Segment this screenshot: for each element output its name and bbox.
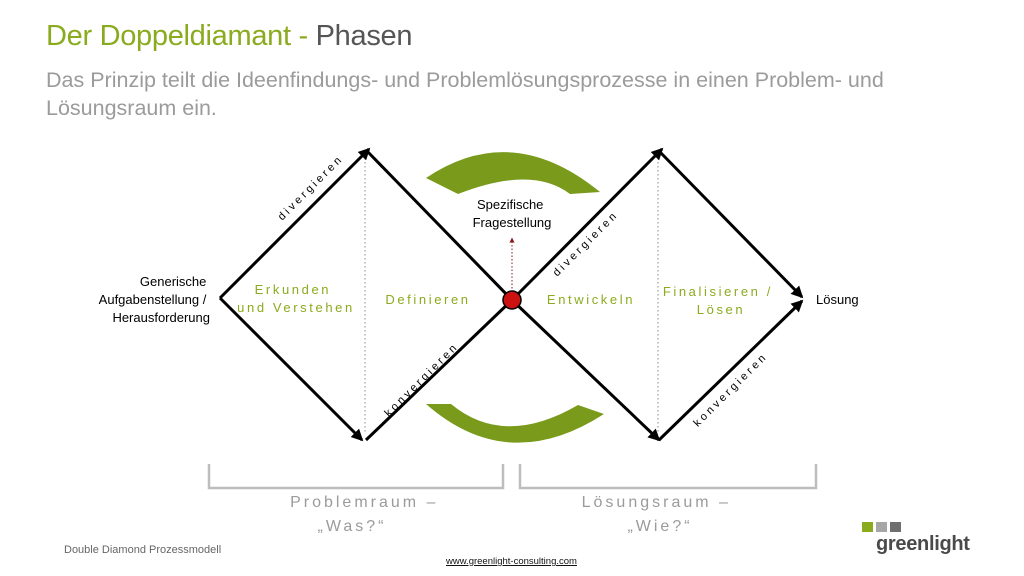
top-cycle-arc <box>426 152 600 194</box>
page-title-accent: Der Doppeldiamant - <box>46 20 308 52</box>
problem-space-bracket <box>207 464 505 490</box>
center-point <box>502 290 522 310</box>
diamond1-right-bottom-edge <box>364 298 514 442</box>
phase-develop-label: Entwickeln <box>547 292 635 307</box>
converge-label-2: konvergieren <box>691 350 770 429</box>
diverge-label-1: divergieren <box>276 153 346 223</box>
problem-space-label: Problemraum – „Was?“ <box>290 494 446 535</box>
solution-space-bracket <box>518 464 818 490</box>
diamond2-bottom-edge <box>657 299 804 442</box>
phase-finalize-label: Finalisieren / Lösen <box>663 284 779 317</box>
start-label: Generische Aufgabenstellung / Herausford… <box>99 274 210 325</box>
end-label: Lösung <box>816 292 859 307</box>
logo-square-darkgray <box>890 522 901 532</box>
logo-square-green <box>862 522 873 532</box>
diamond1-converge-edge <box>218 296 364 442</box>
diamond2-converge-edge <box>510 298 661 442</box>
diamond1-right-top-edge <box>364 148 514 302</box>
page-title-rest: Phasen <box>307 20 413 52</box>
diamond1-diverge-edge <box>218 147 371 300</box>
diamond2-top-edge <box>657 149 804 299</box>
footer-caption: Double Diamond Prozessmodell <box>64 544 222 556</box>
page-subtitle: Das Prinzip teilt die Ideenfindungs- und… <box>46 68 884 120</box>
footer-url-link[interactable]: www.greenlight-consulting.com <box>446 556 577 567</box>
diverge-label-2: divergieren <box>551 209 621 279</box>
logo-square-lightgray <box>876 522 887 532</box>
center-label: Spezifische Fragestellung <box>473 197 552 230</box>
logo-wordmark: greenlight <box>876 533 970 555</box>
greenlight-logo: greenlight <box>862 522 992 562</box>
bottom-cycle-arc <box>426 404 604 443</box>
phase-define-label: Definieren <box>385 292 470 307</box>
page-title: Der Doppeldiamant - Phasen <box>46 20 413 53</box>
solution-space-label: Lösungsraum – „Wie?“ <box>582 494 739 535</box>
phase-explore-label: Erkunden und Verstehen <box>237 282 355 315</box>
diamond2-diverge-edge <box>510 147 664 302</box>
